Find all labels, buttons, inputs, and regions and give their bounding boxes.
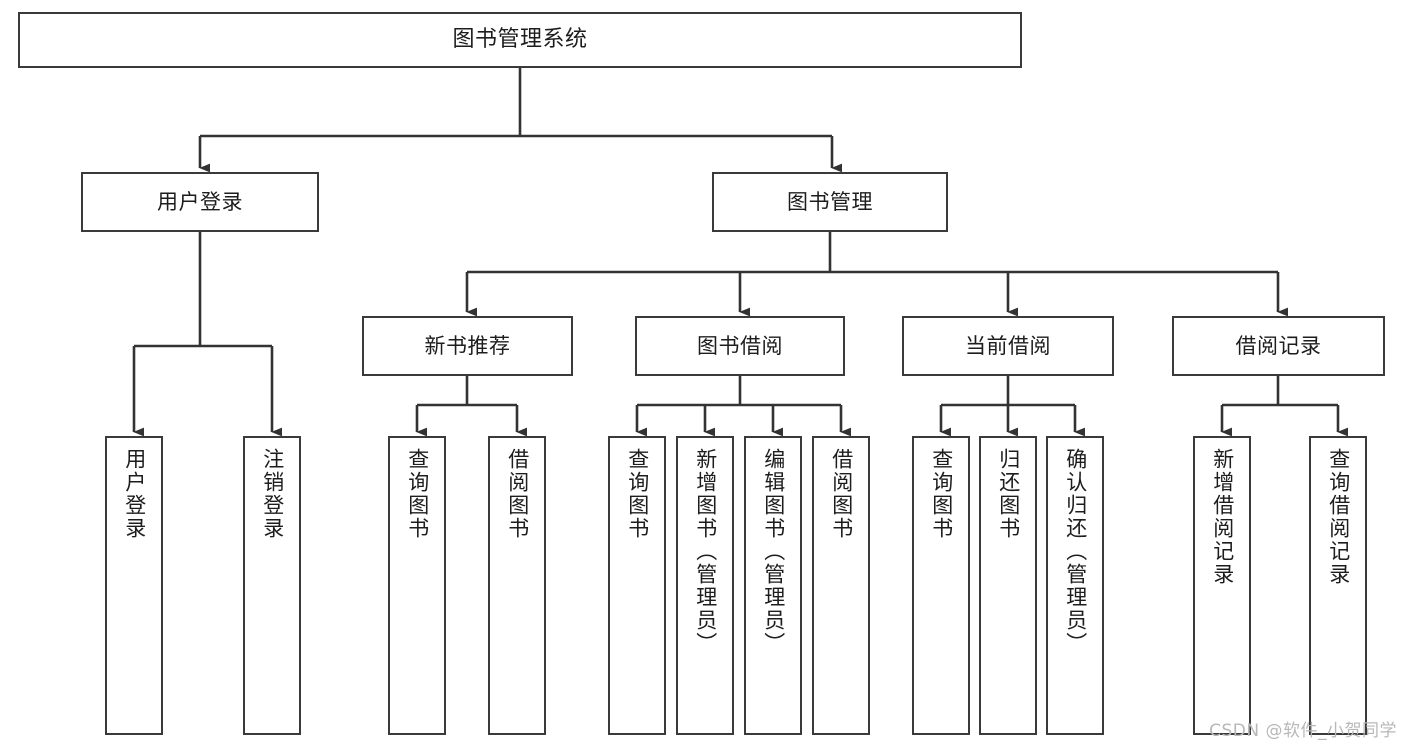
- node-label: 借阅图书: [505, 448, 530, 540]
- leaf-new-book-borrow[interactable]: 借阅图书: [488, 436, 546, 735]
- leaf-book-borrow-edit[interactable]: 编辑图书（管理员）: [744, 436, 802, 735]
- node-root-system[interactable]: 图书管理系统: [18, 12, 1022, 68]
- leaf-new-book-query[interactable]: 查询图书: [388, 436, 446, 735]
- node-label: 图书管理: [787, 189, 873, 214]
- leaf-user-login-login[interactable]: 用户登录: [105, 436, 163, 735]
- node-label: 图书借阅: [697, 333, 783, 358]
- node-label: 图书管理系统: [452, 27, 588, 53]
- node-label: 确认归还（管理员）: [1063, 448, 1088, 655]
- leaf-book-borrow-add[interactable]: 新增图书（管理员）: [676, 436, 734, 735]
- leaf-borrow-record-query[interactable]: 查询借阅记录: [1309, 436, 1367, 735]
- node-current-borrow[interactable]: 当前借阅: [902, 316, 1114, 376]
- node-label: 用户登录: [157, 189, 243, 214]
- leaf-user-login-logout[interactable]: 注销登录: [243, 436, 301, 735]
- node-label: 注销登录: [260, 448, 285, 540]
- node-label: 查询图书: [929, 448, 954, 540]
- leaf-book-borrow-query[interactable]: 查询图书: [608, 436, 666, 735]
- node-label: 查询图书: [625, 448, 650, 540]
- node-label: 新书推荐: [424, 333, 511, 358]
- node-label: 编辑图书（管理员）: [761, 448, 786, 655]
- node-book-borrow[interactable]: 图书借阅: [635, 316, 845, 376]
- node-new-book-recommend[interactable]: 新书推荐: [362, 316, 573, 376]
- node-label: 当前借阅: [965, 333, 1051, 358]
- leaf-current-borrow-confirm-return[interactable]: 确认归还（管理员）: [1046, 436, 1104, 735]
- node-label: 借阅图书: [829, 448, 854, 540]
- node-label: 新增图书（管理员）: [693, 448, 718, 655]
- leaf-book-borrow-lend[interactable]: 借阅图书: [812, 436, 870, 735]
- node-label: 查询图书: [405, 448, 430, 540]
- node-label: 归还图书: [996, 448, 1021, 540]
- node-label: 用户登录: [122, 448, 147, 540]
- node-borrow-record[interactable]: 借阅记录: [1172, 316, 1385, 376]
- leaf-borrow-record-add[interactable]: 新增借阅记录: [1193, 436, 1251, 735]
- leaf-current-borrow-query[interactable]: 查询图书: [912, 436, 970, 735]
- node-label: 新增借阅记录: [1210, 448, 1235, 586]
- node-book-manage[interactable]: 图书管理: [712, 172, 948, 232]
- leaf-current-borrow-return[interactable]: 归还图书: [979, 436, 1037, 735]
- node-label: 借阅记录: [1235, 333, 1322, 358]
- node-user-login[interactable]: 用户登录: [81, 172, 319, 232]
- node-label: 查询借阅记录: [1326, 448, 1351, 586]
